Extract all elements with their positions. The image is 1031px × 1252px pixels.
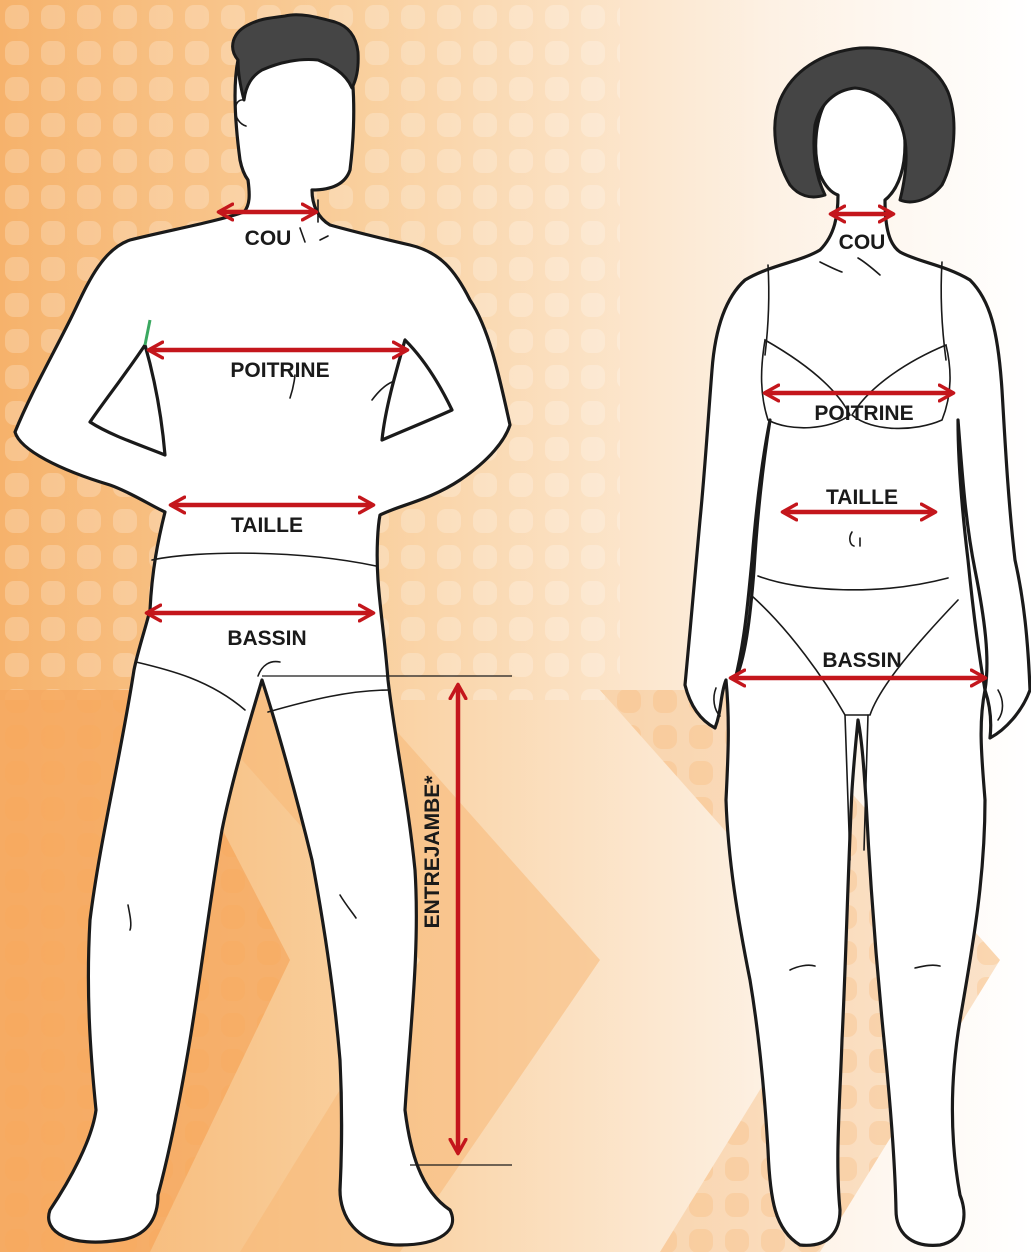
woman-neck-label: COU [839, 231, 886, 254]
man-waist-label: TAILLE [231, 514, 303, 537]
man-hips-label: BASSIN [227, 627, 306, 650]
woman-hips-label: BASSIN [822, 649, 901, 672]
woman-waist-label: TAILLE [826, 486, 898, 509]
man-inseam-label: ENTREJAMBE* [421, 775, 444, 929]
man-chest-label: POITRINE [230, 359, 329, 382]
man-neck-label: COU [245, 227, 292, 250]
woman-chest-label: POITRINE [814, 402, 913, 425]
